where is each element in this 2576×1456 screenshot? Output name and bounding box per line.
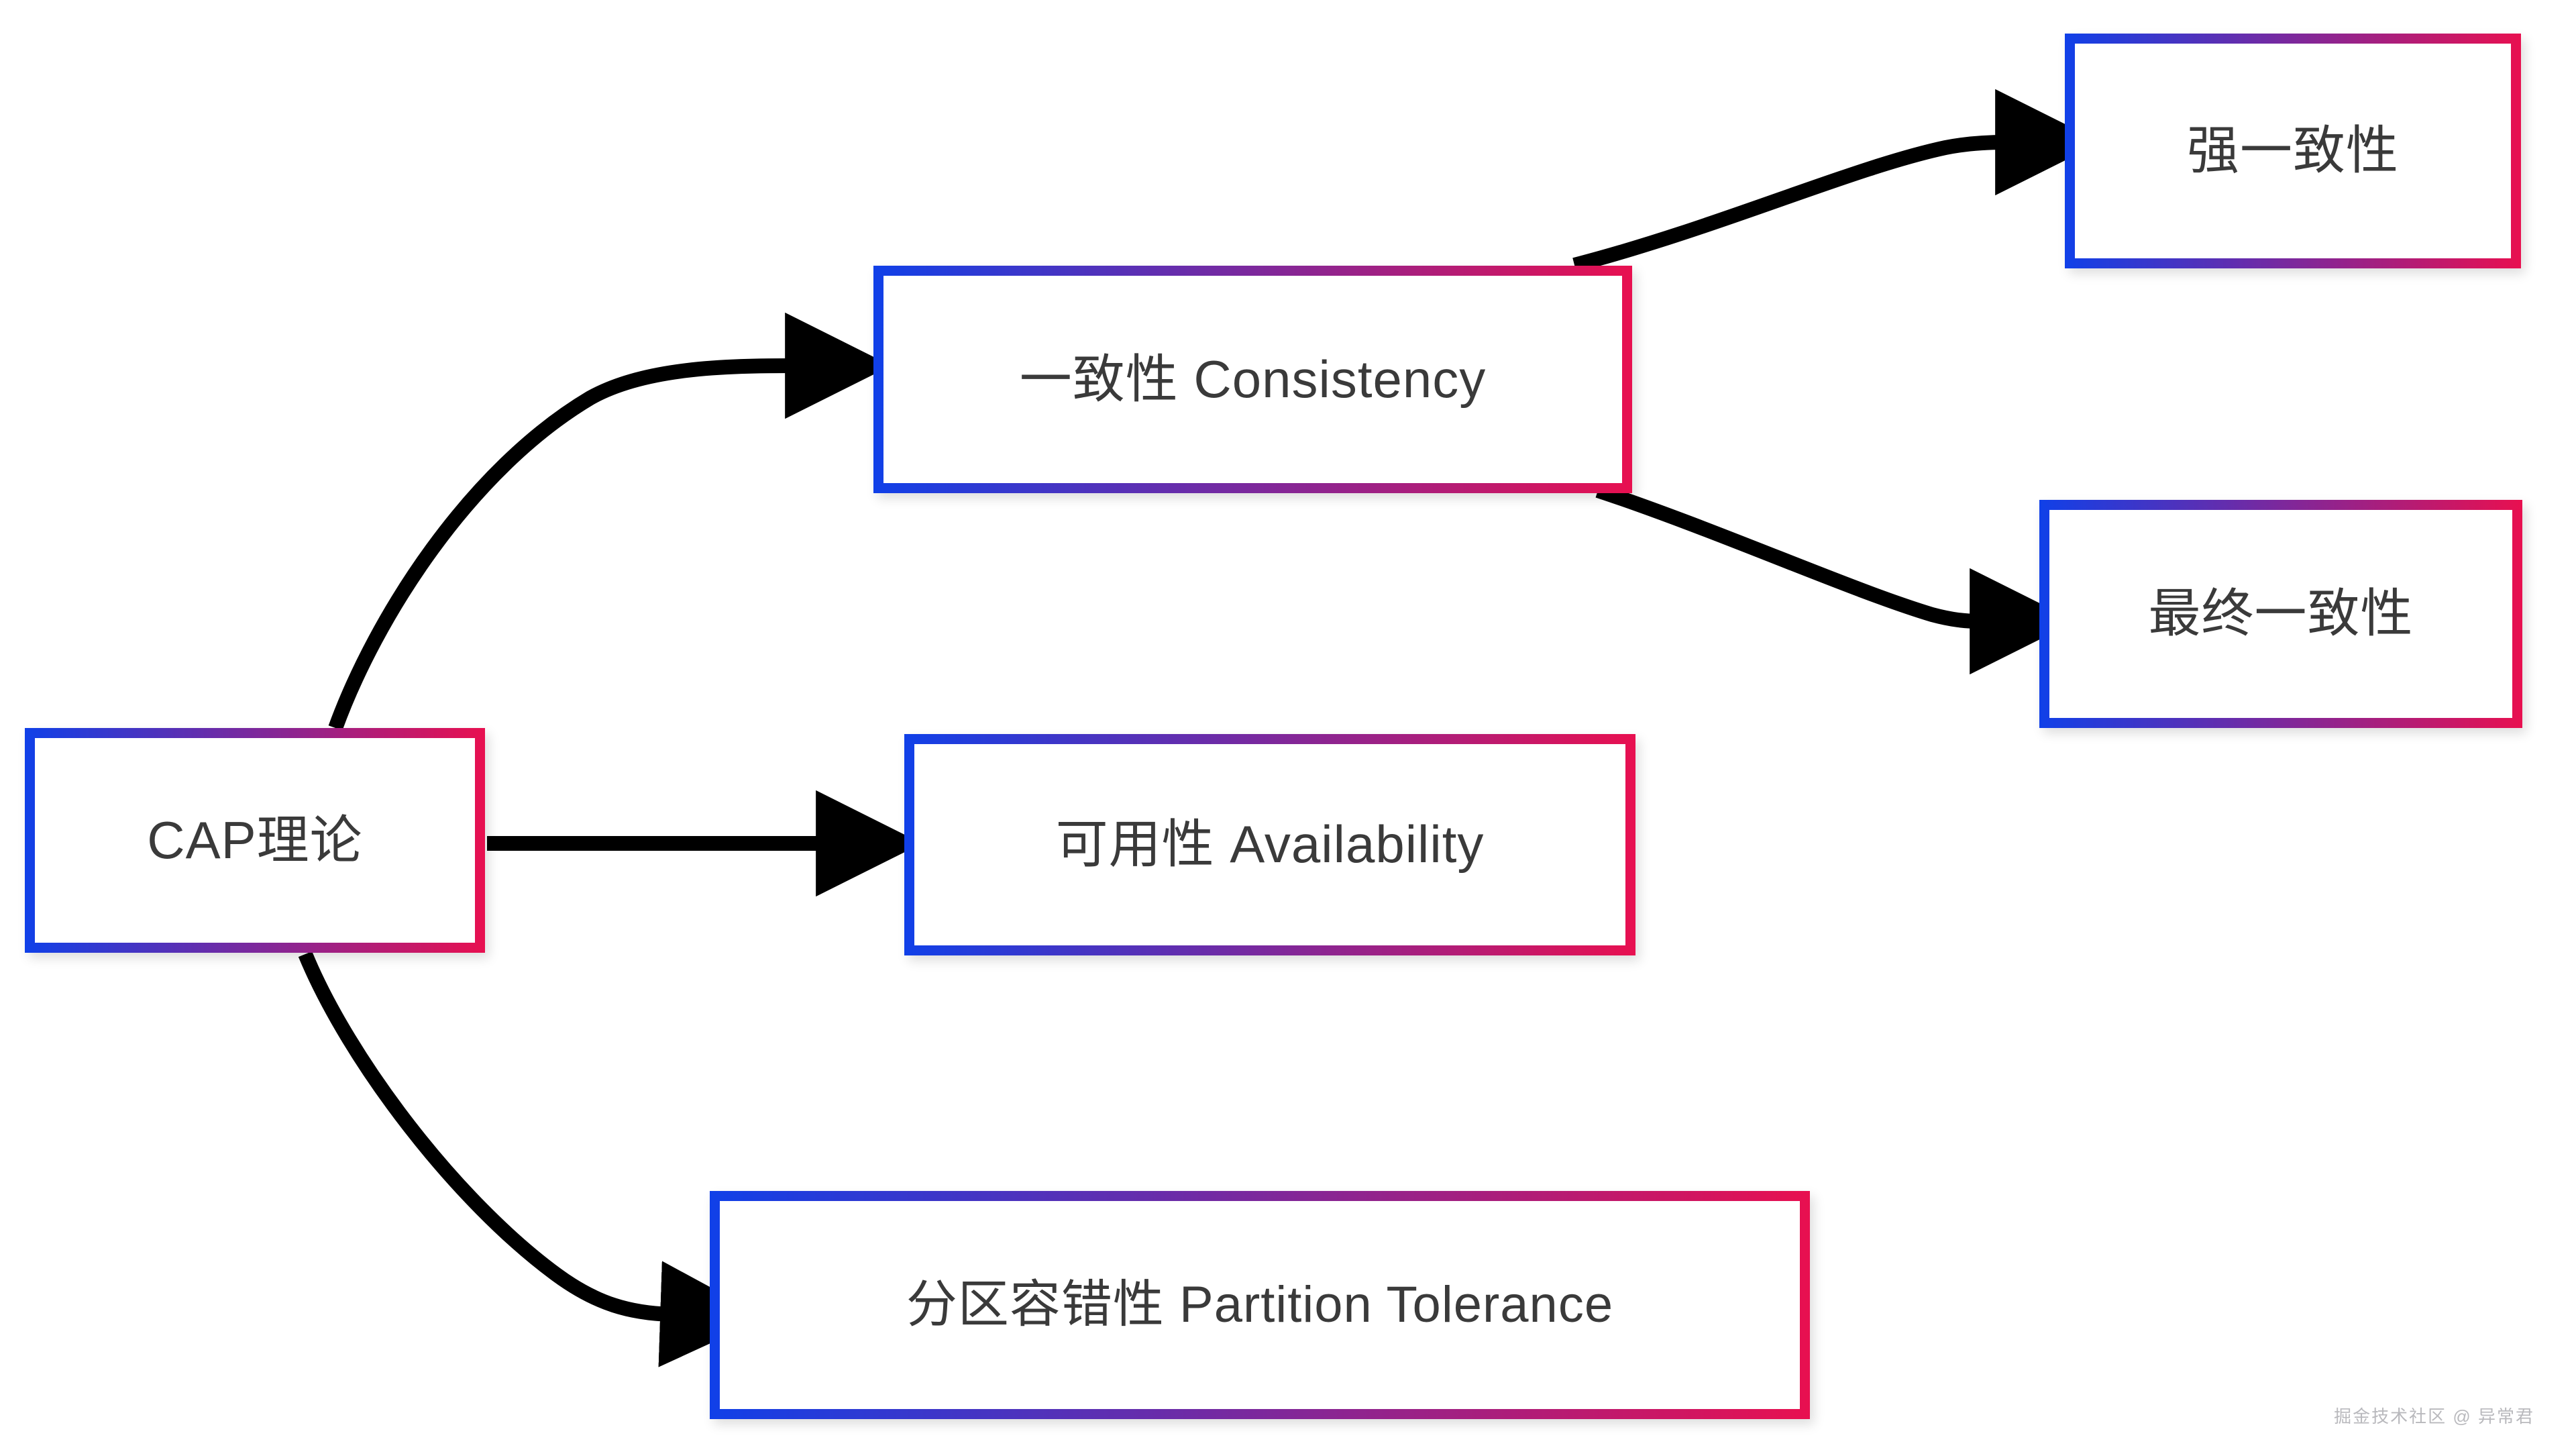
node-availability[interactable]: 可用性 Availability bbox=[904, 734, 1635, 955]
watermark: 掘金技术社区 @ 异常君 bbox=[2334, 1406, 2534, 1426]
edge-cap-to-partition bbox=[298, 951, 767, 1367]
node-consistency[interactable]: 一致性 Consistency bbox=[873, 266, 1632, 493]
node-label: CAP理论 bbox=[147, 810, 363, 870]
node-panel: 强一致性 bbox=[2075, 44, 2511, 258]
node-eventual-consistency[interactable]: 最终一致性 bbox=[2039, 500, 2522, 728]
node-strong-consistency[interactable]: 强一致性 bbox=[2065, 34, 2521, 268]
node-panel: 一致性 Consistency bbox=[883, 276, 1622, 483]
node-cap-theory[interactable]: CAP理论 bbox=[25, 728, 485, 953]
edge-consistency-to-strong bbox=[1572, 89, 2102, 272]
node-panel: 分区容错性 Partition Tolerance bbox=[720, 1201, 1800, 1409]
node-label: 可用性 Availability bbox=[1055, 815, 1485, 874]
edge-consistency-to-eventual bbox=[1595, 483, 2076, 675]
node-label: 最终一致性 bbox=[2148, 584, 2414, 643]
node-label: 一致性 Consistency bbox=[1019, 349, 1487, 409]
node-label: 分区容错性 Partition Tolerance bbox=[906, 1276, 1614, 1334]
node-partition-tolerance[interactable]: 分区容错性 Partition Tolerance bbox=[710, 1191, 1810, 1419]
node-panel: 可用性 Availability bbox=[914, 744, 1625, 945]
node-panel: CAP理论 bbox=[35, 738, 475, 943]
edge-cap-to-consistency bbox=[328, 312, 892, 731]
node-panel: 最终一致性 bbox=[2049, 510, 2512, 718]
node-label: 强一致性 bbox=[2186, 121, 2399, 180]
